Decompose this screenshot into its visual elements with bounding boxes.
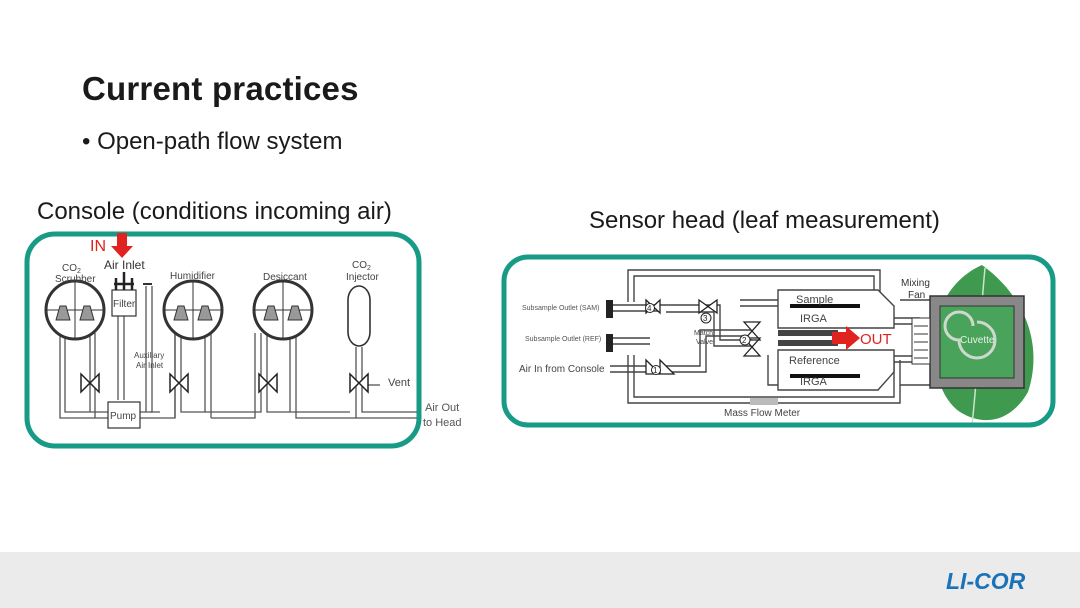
vent-label: Vent	[388, 377, 410, 389]
auxiliary-label-2: Air Inlet	[136, 361, 164, 370]
filter-label: Filter	[113, 299, 136, 310]
desiccant-label: Desiccant	[263, 272, 307, 283]
bullet-open-path: • Open-path flow system	[82, 128, 343, 155]
mass-flow-meter	[750, 398, 778, 405]
match-label-2: Valve	[696, 339, 713, 346]
mass-flow-label: Mass Flow Meter	[724, 408, 801, 419]
sample-label: Sample	[796, 294, 833, 306]
sensor-head-diagram: Subsample Outlet (SAM) Subsample Outlet …	[501, 254, 1056, 428]
console-frame	[24, 231, 422, 449]
irga-sample-label: IRGA	[800, 313, 828, 325]
humidifier	[162, 279, 224, 341]
out-label: OUT	[860, 331, 892, 348]
air-out-label: Air Out	[425, 402, 459, 414]
cuvette-label: Cuvette	[960, 335, 995, 346]
valve-4-label: 4	[647, 304, 652, 313]
in-arrow-icon	[111, 233, 133, 258]
valve-1-label: 1	[653, 366, 658, 375]
air-out-label-2: to Head	[423, 417, 462, 429]
desiccant	[252, 279, 314, 341]
subsample-sam-label: Subsample Outlet (SAM)	[522, 305, 599, 312]
footer-bar: LI-COR	[0, 552, 1080, 608]
air-inlet-label: Air Inlet	[104, 258, 145, 272]
air-in-label: Air In from Console	[519, 364, 605, 375]
co2-scrubber	[44, 279, 106, 341]
match-label: Match	[694, 330, 713, 337]
auxiliary-label: Auxiliary	[134, 351, 164, 360]
sensor-head-caption: Sensor head (leaf measurement)	[589, 207, 940, 234]
co2-injector-label: CO2	[352, 260, 371, 272]
co2-scrubber-label: CO2	[62, 263, 81, 275]
co2-scrubber-label-2: Scrubber	[55, 274, 96, 285]
reference-label: Reference	[789, 355, 840, 367]
irga-reference-label: IRGA	[800, 376, 828, 388]
filter-box	[111, 289, 137, 317]
in-label: IN	[90, 238, 106, 255]
console-valves	[80, 372, 369, 394]
out-arrow-icon	[832, 326, 860, 350]
sample-irga	[777, 289, 895, 329]
valve-3-label: 3	[703, 314, 708, 323]
console-caption: Console (conditions incoming air)	[37, 198, 392, 225]
mixing-fan-label: Mixing	[901, 278, 930, 289]
reference-irga	[777, 349, 895, 391]
licor-logo-text: LI-COR	[946, 568, 1026, 594]
pump-box	[107, 401, 141, 429]
humidifier-label: Humidifier	[170, 271, 216, 282]
subsample-ref-label: Subsample Outlet (REF)	[525, 336, 601, 343]
sensor-head-frame	[501, 254, 1056, 428]
pump-label: Pump	[110, 411, 137, 422]
console-diagram: IN Air Inlet CO2 Scrubber Filter Humidif…	[24, 231, 462, 449]
slide-title: Current practices	[82, 70, 359, 107]
mixing-fan-label-2: Fan	[908, 290, 925, 301]
licor-logo: LI-COR	[946, 568, 1026, 594]
co2-injector-label-2: Injector	[346, 272, 379, 283]
head-pipes	[610, 269, 935, 404]
co2-injector	[347, 285, 371, 347]
valve-2-label: 2	[742, 336, 747, 345]
